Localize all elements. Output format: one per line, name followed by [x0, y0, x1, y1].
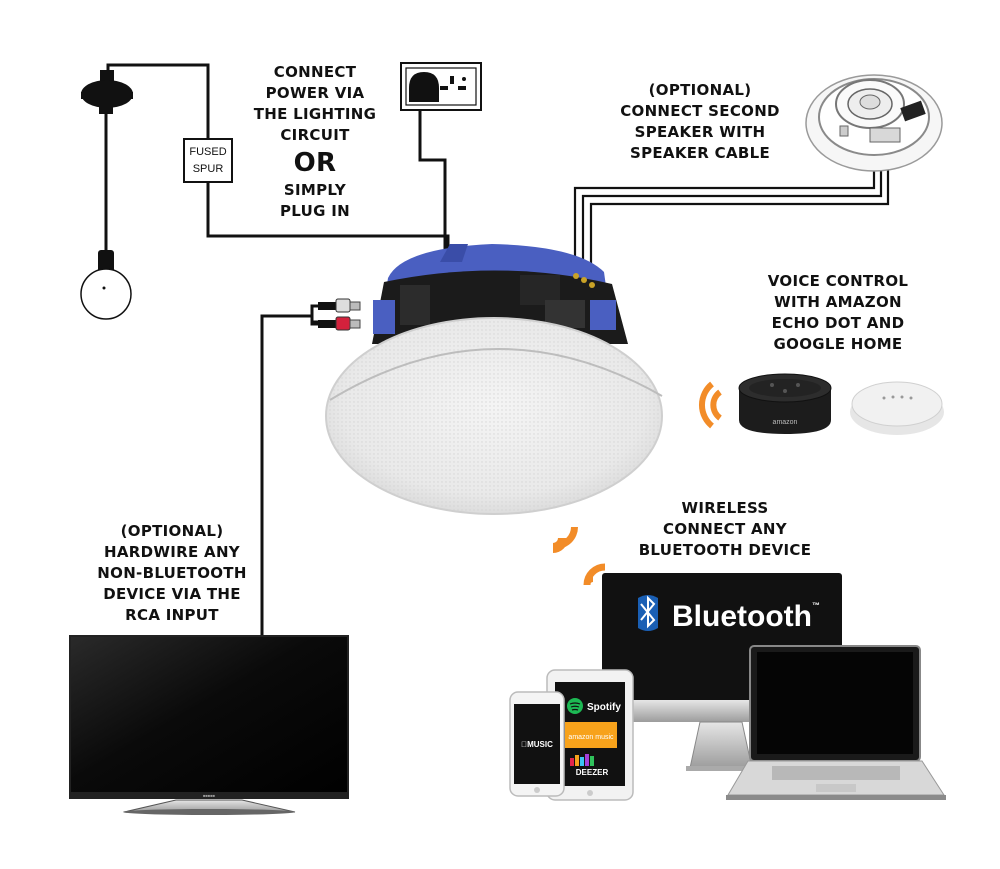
bluetooth-wordmark: Bluetooth™: [672, 600, 820, 633]
ceiling-speaker-icon: [325, 244, 663, 515]
hardwire-line1: (OPTIONAL): [120, 522, 224, 540]
second-speaker-line4: SPEAKER CABLE: [629, 144, 771, 162]
fused-spur-line2: SPUR: [192, 163, 224, 175]
second-speaker-icon: [805, 74, 943, 172]
laptop-icon: [726, 645, 946, 800]
or-label: OR: [293, 148, 337, 178]
wireless-line3: BLUETOOTH DEVICE: [638, 541, 812, 559]
voice-line1: VOICE CONTROL: [767, 272, 909, 290]
power-label-line5: SIMPLY: [283, 181, 347, 199]
deezer-label: DEEZER: [576, 768, 609, 777]
tablet-icon: Spotify amazon music DEEZER: [546, 669, 634, 801]
second-speaker-label: (OPTIONAL) CONNECT SECOND SPEAKER WITH S…: [600, 80, 800, 164]
echo-brand-label: amazon: [773, 419, 798, 426]
hardwire-line2: HARDWIRE ANY: [104, 543, 240, 561]
tv-brand-mark: ■■■■■: [203, 793, 216, 798]
echo-dot-icon: amazon: [738, 373, 832, 434]
power-label-line3: THE LIGHTING: [253, 105, 377, 123]
wireless-line1: WIRELESS: [681, 499, 769, 517]
hardwire-line5: RCA INPUT: [125, 606, 219, 624]
wireless-bluetooth-label: WIRELESS CONNECT ANY BLUETOOTH DEVICE: [620, 498, 830, 561]
voice-control-label: VOICE CONTROL WITH AMAZON ECHO DOT AND G…: [738, 271, 938, 355]
second-speaker-line3: SPEAKER WITH: [634, 123, 766, 141]
wifi-icon-bluetooth-lower: [583, 563, 606, 586]
hardwire-rca-label: (OPTIONAL) HARDWIRE ANY NON-BLUETOOTH DE…: [82, 521, 262, 626]
hardwire-line4: DEVICE VIA THE: [103, 585, 241, 603]
power-label-line6: PLUG IN: [280, 202, 350, 220]
hardwire-line3: NON-BLUETOOTH: [97, 564, 247, 582]
voice-line4: GOOGLE HOME: [773, 335, 903, 353]
rca-wire: [260, 314, 330, 640]
fused-spur-box: FUSED SPUR: [183, 138, 233, 183]
voice-line2: WITH AMAZON: [774, 293, 902, 311]
second-speaker-line1: (OPTIONAL): [648, 81, 752, 99]
voice-line3: ECHO DOT AND: [771, 314, 905, 332]
power-label-line4: CIRCUIT: [280, 126, 350, 144]
wifi-icon-voice: [698, 381, 722, 429]
google-home-icon: [850, 381, 944, 435]
power-connection-label: CONNECT POWER VIA THE LIGHTING CIRCUIT O…: [250, 62, 380, 222]
wireless-line2: CONNECT ANY: [663, 520, 787, 538]
tv-icon: ■■■■■: [69, 635, 349, 815]
speaker-cable-wires: [573, 150, 890, 275]
amazon-music-label: amazon music: [568, 734, 614, 741]
ceiling-rose-icon: [81, 70, 133, 114]
power-label-line2: POWER VIA: [265, 84, 365, 102]
second-speaker-line2: CONNECT SECOND: [620, 102, 780, 120]
power-label-line1: CONNECT: [273, 63, 357, 81]
rca-plugs-icon: [310, 298, 361, 331]
light-bulb-icon: [80, 250, 132, 320]
wifi-icon-bluetooth-upper: [553, 527, 578, 553]
wall-socket-icon: [400, 62, 482, 111]
spotify-label: Spotify: [587, 702, 621, 713]
fused-spur-line1: FUSED: [189, 146, 227, 158]
apple-music-label: MUSIC: [521, 740, 553, 749]
phone-icon: MUSIC: [509, 691, 565, 797]
bluetooth-logo-icon: Bluetooth™: [638, 595, 820, 633]
